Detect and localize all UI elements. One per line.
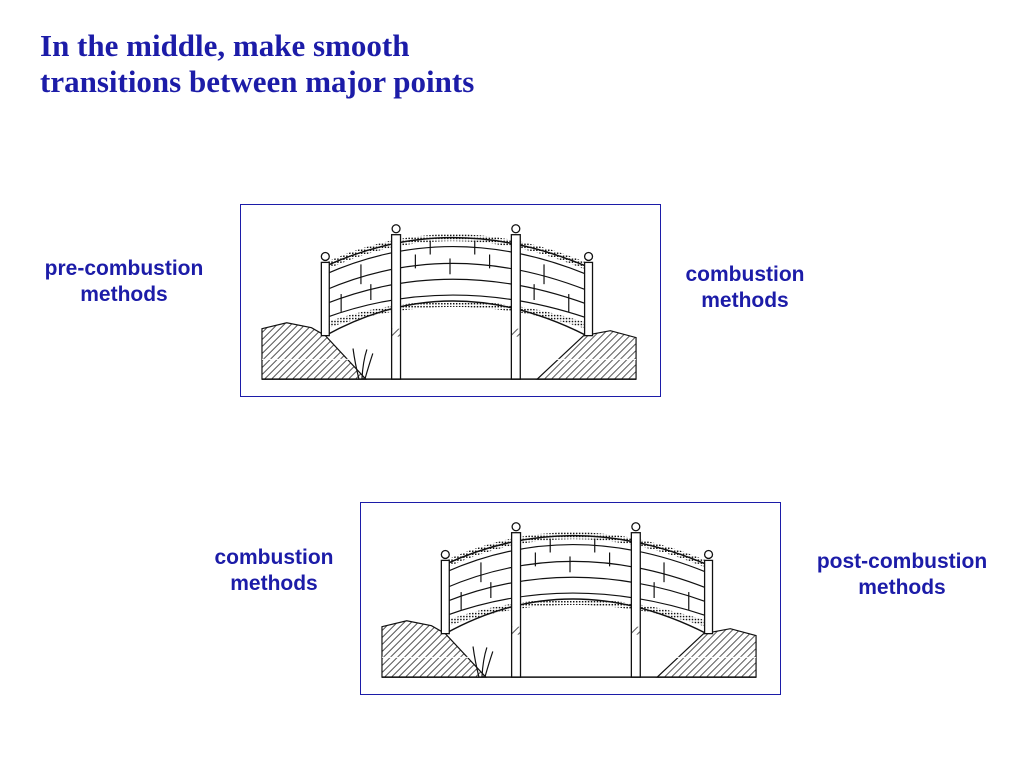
bridge-illustration	[361, 503, 780, 694]
label-line: pre-combustion	[44, 257, 204, 280]
title-line-1: In the middle, make smooth	[40, 28, 410, 63]
label-line: post-combustion	[816, 550, 988, 573]
label-line: methods	[701, 289, 789, 312]
pre-combustion-label: pre-combustion methods	[26, 256, 222, 308]
label-line: methods	[858, 576, 946, 599]
combustion-label-bottom: combustion methods	[196, 545, 352, 597]
bridge-illustration	[241, 205, 660, 396]
label-line: combustion	[685, 263, 805, 286]
combustion-label-top: combustion methods	[666, 262, 824, 314]
post-combustion-label: post-combustion methods	[794, 549, 1010, 601]
label-line: methods	[80, 283, 168, 306]
slide-title: In the middle, make smooth transitions b…	[40, 28, 474, 100]
title-line-2: transitions between major points	[40, 64, 475, 99]
bridge-image-bottom	[360, 502, 781, 695]
label-line: combustion	[214, 546, 334, 569]
bridge-image-top	[240, 204, 661, 397]
label-line: methods	[230, 572, 318, 595]
